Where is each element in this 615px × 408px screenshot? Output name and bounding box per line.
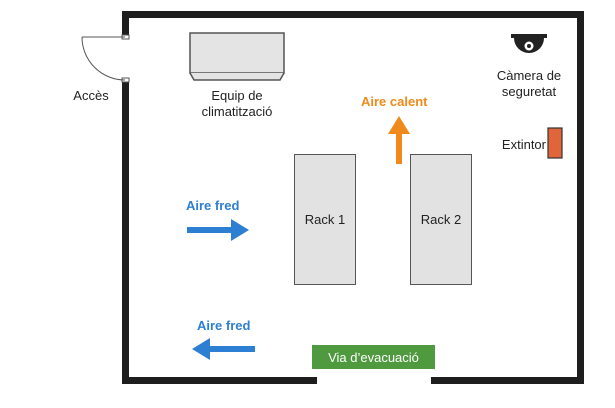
wall-bottom-left	[122, 377, 317, 384]
arrow-right-icon	[187, 219, 249, 241]
camera-label-line2: seguretat	[501, 84, 557, 99]
wall-right	[577, 11, 584, 384]
ac-unit-label-line2: climatització	[201, 104, 273, 119]
rack-2-label: Rack 2	[420, 212, 462, 227]
air-conditioner-icon	[189, 32, 285, 81]
fire-extinguisher-icon	[547, 127, 563, 159]
rack-1-label: Rack 1	[304, 212, 346, 227]
ac-unit-label-line1: Equip de	[211, 88, 263, 103]
camera-label-line1: Càmera de	[496, 68, 562, 83]
wall-left-lower	[122, 82, 129, 384]
room-walls	[122, 11, 584, 384]
extinguisher-label: Extintor	[501, 137, 546, 152]
evacuation-route-label: Via d’evacuació	[328, 349, 419, 365]
rack-1[interactable]: Rack 1	[294, 154, 356, 285]
arrow-up-icon	[388, 116, 410, 164]
arrow-left-icon	[192, 338, 255, 360]
hot-air-label: Aire calent	[361, 94, 428, 109]
door-swing-icon[interactable]	[81, 34, 130, 83]
wall-left-upper	[122, 11, 129, 35]
cold-air-label-bottom: Aire fred	[197, 318, 251, 333]
rack-2[interactable]: Rack 2	[410, 154, 472, 285]
wall-bottom-right	[431, 377, 584, 384]
security-camera-icon	[511, 34, 547, 53]
cold-air-label-top: Aire fred	[186, 198, 240, 213]
access-label: Accès	[73, 88, 109, 103]
evacuation-route-sign[interactable]: Via d’evacuació	[312, 345, 435, 369]
wall-top	[122, 11, 584, 18]
